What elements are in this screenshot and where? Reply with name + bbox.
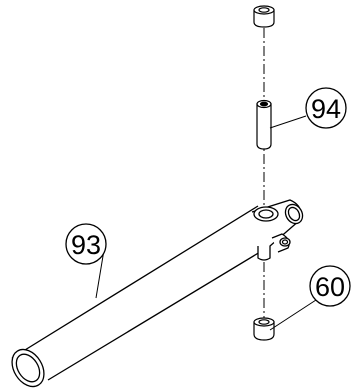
leader-line-60 [269,299,317,331]
top-cap-icon [253,5,275,28]
callout-94: 94 [305,87,347,129]
callout-label-94: 94 [311,94,341,124]
leader-line-94 [269,115,307,129]
leader-line-93 [95,249,105,299]
tube-part [11,199,304,388]
callout-label-93: 93 [71,230,101,260]
callout-93: 93 [65,223,107,265]
pin-part [256,99,272,150]
bottom-cap-part [253,317,275,341]
callout-60: 60 [309,265,351,307]
callout-label-60: 60 [315,272,345,302]
